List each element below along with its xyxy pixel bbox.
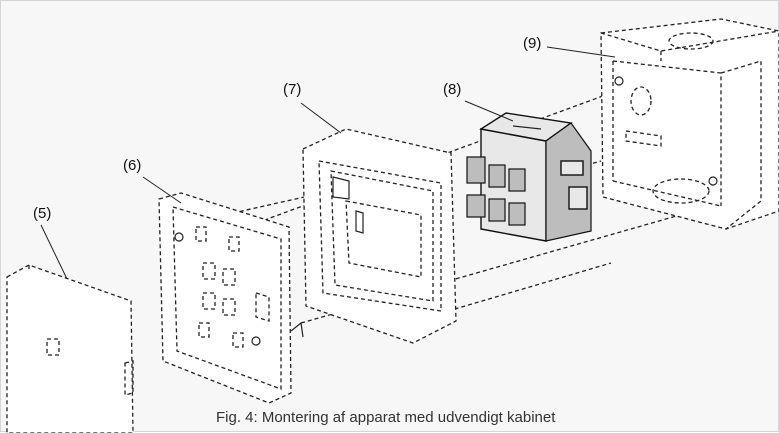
part-label-8: (8) bbox=[443, 81, 462, 98]
part-5-front-cover bbox=[6, 264, 134, 433]
part-6-mounting-plate bbox=[158, 192, 304, 404]
part-label-6: (6) bbox=[123, 157, 142, 174]
part-9-outer-cabinet bbox=[600, 18, 779, 230]
part-label-7: (7) bbox=[283, 81, 302, 98]
part-label-9: (9) bbox=[523, 35, 542, 52]
part-label-5: (5) bbox=[33, 205, 52, 222]
leader-lines bbox=[40, 46, 616, 280]
part-7-frame bbox=[302, 128, 457, 344]
part-8-relay-module bbox=[466, 112, 592, 242]
figure-caption: Fig. 4: Montering af apparat med udvendi… bbox=[216, 409, 556, 426]
